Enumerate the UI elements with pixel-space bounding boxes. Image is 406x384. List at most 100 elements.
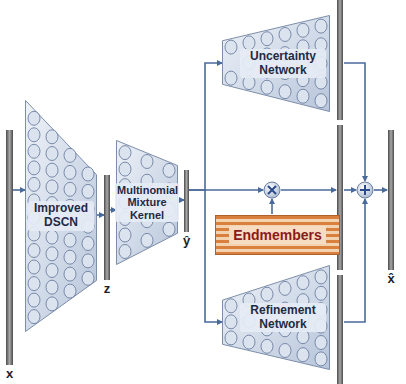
text-holder: Improved DSCN [25, 100, 97, 332]
neuron [279, 344, 291, 358]
neuron [315, 270, 327, 284]
neuron [46, 264, 58, 278]
endmember-label: Endmembers [229, 226, 326, 244]
neuron [279, 28, 291, 42]
neuron [46, 180, 58, 194]
neuron [28, 277, 40, 291]
neuron [28, 244, 40, 258]
neuron [28, 260, 40, 274]
neuron [28, 144, 40, 158]
feature-vector-bar: x̂ [388, 130, 394, 270]
vector-label: z [104, 282, 111, 296]
wire [344, 199, 365, 322]
vector-label: x [6, 367, 13, 381]
neuron [28, 111, 40, 125]
neuron [64, 148, 76, 162]
neuron [297, 276, 309, 290]
neuron [46, 230, 58, 244]
neuron [28, 177, 40, 191]
sum-symbol [357, 182, 373, 198]
neuron [225, 71, 237, 85]
neuron [64, 233, 76, 247]
neuron [315, 336, 327, 350]
wire [344, 63, 365, 181]
neuron [28, 161, 40, 175]
neuron [46, 280, 58, 294]
flow-arrow [189, 63, 222, 190]
neuron [119, 146, 131, 160]
wire [271, 199, 273, 214]
vector-label: x̂ [387, 272, 394, 286]
neuron [82, 167, 94, 181]
endmember-band: Endmembers [215, 215, 340, 255]
neuron [243, 335, 255, 349]
neuron [46, 147, 58, 161]
neuron [225, 315, 237, 329]
multiply-symbol [264, 182, 280, 198]
neuron [46, 297, 58, 311]
neuron [46, 163, 58, 177]
neuron [64, 250, 76, 264]
neuron [163, 163, 175, 177]
neuron [243, 36, 255, 50]
network-name: Uncertainty Network [240, 49, 326, 79]
feature-vector-bar: x [6, 130, 13, 365]
neuron [82, 237, 94, 251]
flow-arrow [189, 190, 222, 322]
sum-symbol [360, 185, 370, 195]
neuron [163, 222, 175, 236]
neuron [315, 352, 327, 366]
neuron [64, 165, 76, 179]
network-outline [223, 16, 330, 112]
neuron [28, 310, 40, 324]
feature-bar [337, 0, 343, 120]
neuron [28, 293, 40, 307]
text-holder: Multinomial Mixture Kernel [116, 140, 178, 265]
wire [281, 189, 336, 191]
network-outline [223, 266, 330, 370]
neuron [141, 233, 153, 247]
neuron [46, 247, 58, 261]
flow-arrow [13, 189, 25, 191]
neuron [82, 254, 94, 268]
neuron [119, 245, 131, 259]
network-block: Improved DSCN [25, 100, 97, 332]
text-holder: Uncertainty Network [222, 15, 330, 112]
network-name: Improved DSCN [28, 201, 94, 231]
neuron [261, 32, 273, 46]
wire [205, 189, 263, 191]
neuron [315, 94, 327, 108]
neuron [225, 40, 237, 54]
neuron [315, 286, 327, 300]
network-name: Refinement Network [240, 303, 326, 333]
network-block: Multinomial Mixture Kernel [116, 140, 178, 265]
multiply-symbol [268, 186, 276, 194]
neuron [225, 299, 237, 313]
wire [374, 189, 387, 191]
neuron [279, 85, 291, 99]
text-holder: Refinement Network [222, 265, 330, 370]
neuron [119, 162, 131, 176]
neuron [297, 348, 309, 362]
neuron [141, 155, 153, 169]
network-block: Uncertainty Network [222, 15, 330, 112]
wire [344, 189, 356, 191]
neuron [82, 271, 94, 285]
neuron [46, 130, 58, 144]
neuron [261, 339, 273, 353]
neuron [28, 128, 40, 142]
neuron [82, 184, 94, 198]
neuron [64, 267, 76, 281]
vector-label: ŷ [183, 234, 190, 248]
neuron [261, 80, 273, 94]
network-outline [26, 101, 97, 332]
neuron [64, 284, 76, 298]
network-name: Multinomial Mixture Kernel [115, 183, 179, 223]
neuron [297, 89, 309, 103]
feature-bar [337, 275, 343, 384]
neuron [315, 19, 327, 33]
flow-arrow [97, 214, 104, 216]
feature-vector-bar: z [104, 175, 110, 280]
neuron [119, 228, 131, 242]
